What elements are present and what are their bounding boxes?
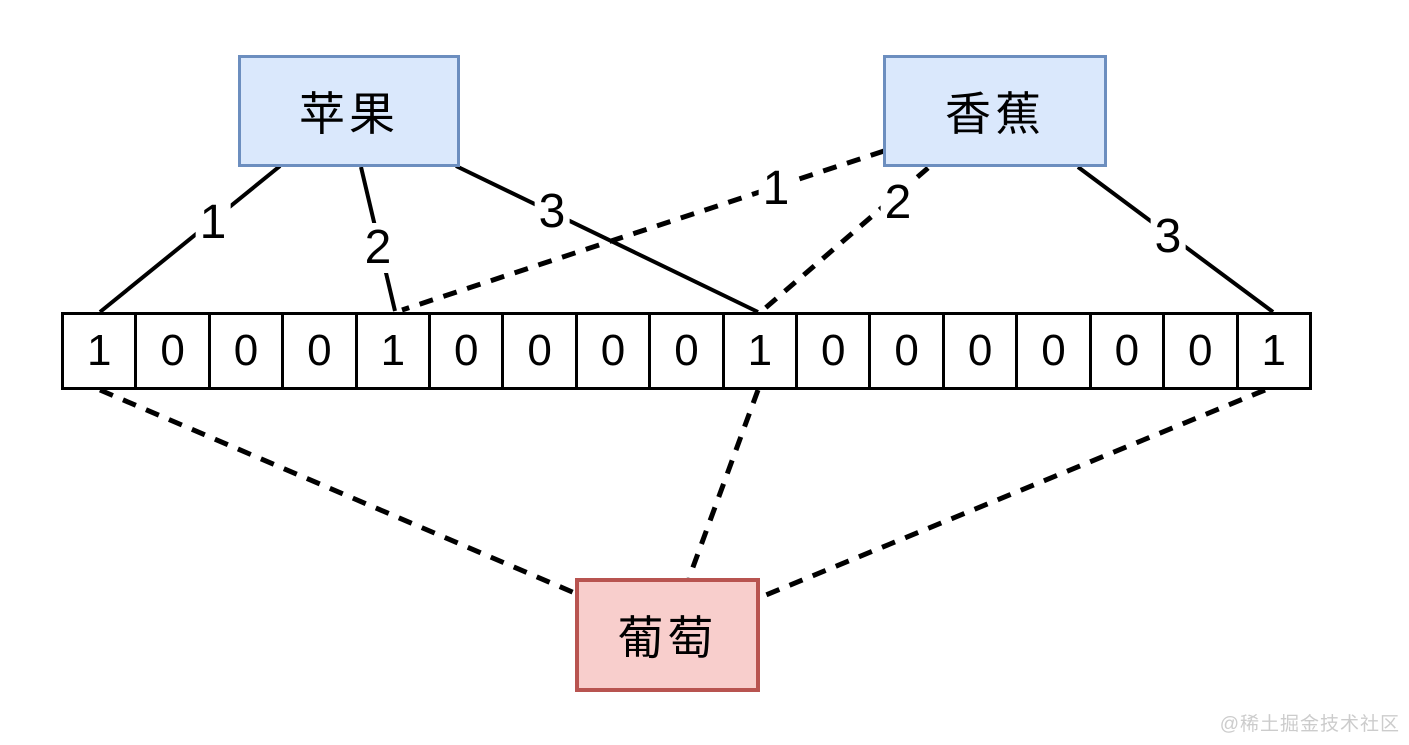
- bit-cell-16: 1: [1261, 326, 1286, 375]
- bit-cell-4: 1: [358, 315, 432, 387]
- bit-cell-10: 0: [798, 315, 872, 387]
- banana-hash2-label: 2: [880, 178, 916, 228]
- apple-hash3-line: [455, 164, 759, 314]
- node-banana: 香蕉: [883, 55, 1107, 167]
- bit-cell-0: 1: [64, 315, 138, 387]
- bit-cell-14: 0: [1092, 315, 1166, 387]
- apple-hash1-label: 1: [195, 198, 231, 248]
- grape-query3-line: [760, 387, 1266, 600]
- banana-hash3-label: 3: [1150, 212, 1186, 262]
- bit-cell-3: 0: [284, 315, 358, 387]
- grape-query2-line: [686, 389, 761, 579]
- bit-array: 1 0 0 0 1 0 0 0 0 1 0 0 0 0 0 0 1: [61, 312, 1312, 390]
- banana-hash1-line: [401, 148, 885, 313]
- bit-cell-2: 0: [211, 315, 285, 387]
- bit-cell-13: 0: [1018, 315, 1092, 387]
- bit-cell-9: 1: [725, 315, 799, 387]
- banana-hash1-label: 1: [758, 164, 794, 214]
- apple-hash3-label: 3: [534, 187, 570, 237]
- bit-cell-6: 0: [504, 315, 578, 387]
- apple-hash2-label: 2: [360, 223, 396, 273]
- watermark: @稀土掘金技术社区: [1219, 714, 1400, 735]
- grape-query1-line: [99, 387, 578, 597]
- bit-cell-5: 0: [431, 315, 505, 387]
- bit-cell-15: 0: [1165, 315, 1239, 387]
- node-grape: 葡萄: [575, 578, 760, 692]
- bit-cell-7: 0: [578, 315, 652, 387]
- bit-cell-12: 0: [945, 315, 1019, 387]
- bit-cell-1: 0: [137, 315, 211, 387]
- apple-hash1-line: [98, 164, 282, 314]
- bit-cell-8: 0: [651, 315, 725, 387]
- bit-cell-11: 0: [871, 315, 945, 387]
- node-apple: 苹果: [238, 55, 460, 167]
